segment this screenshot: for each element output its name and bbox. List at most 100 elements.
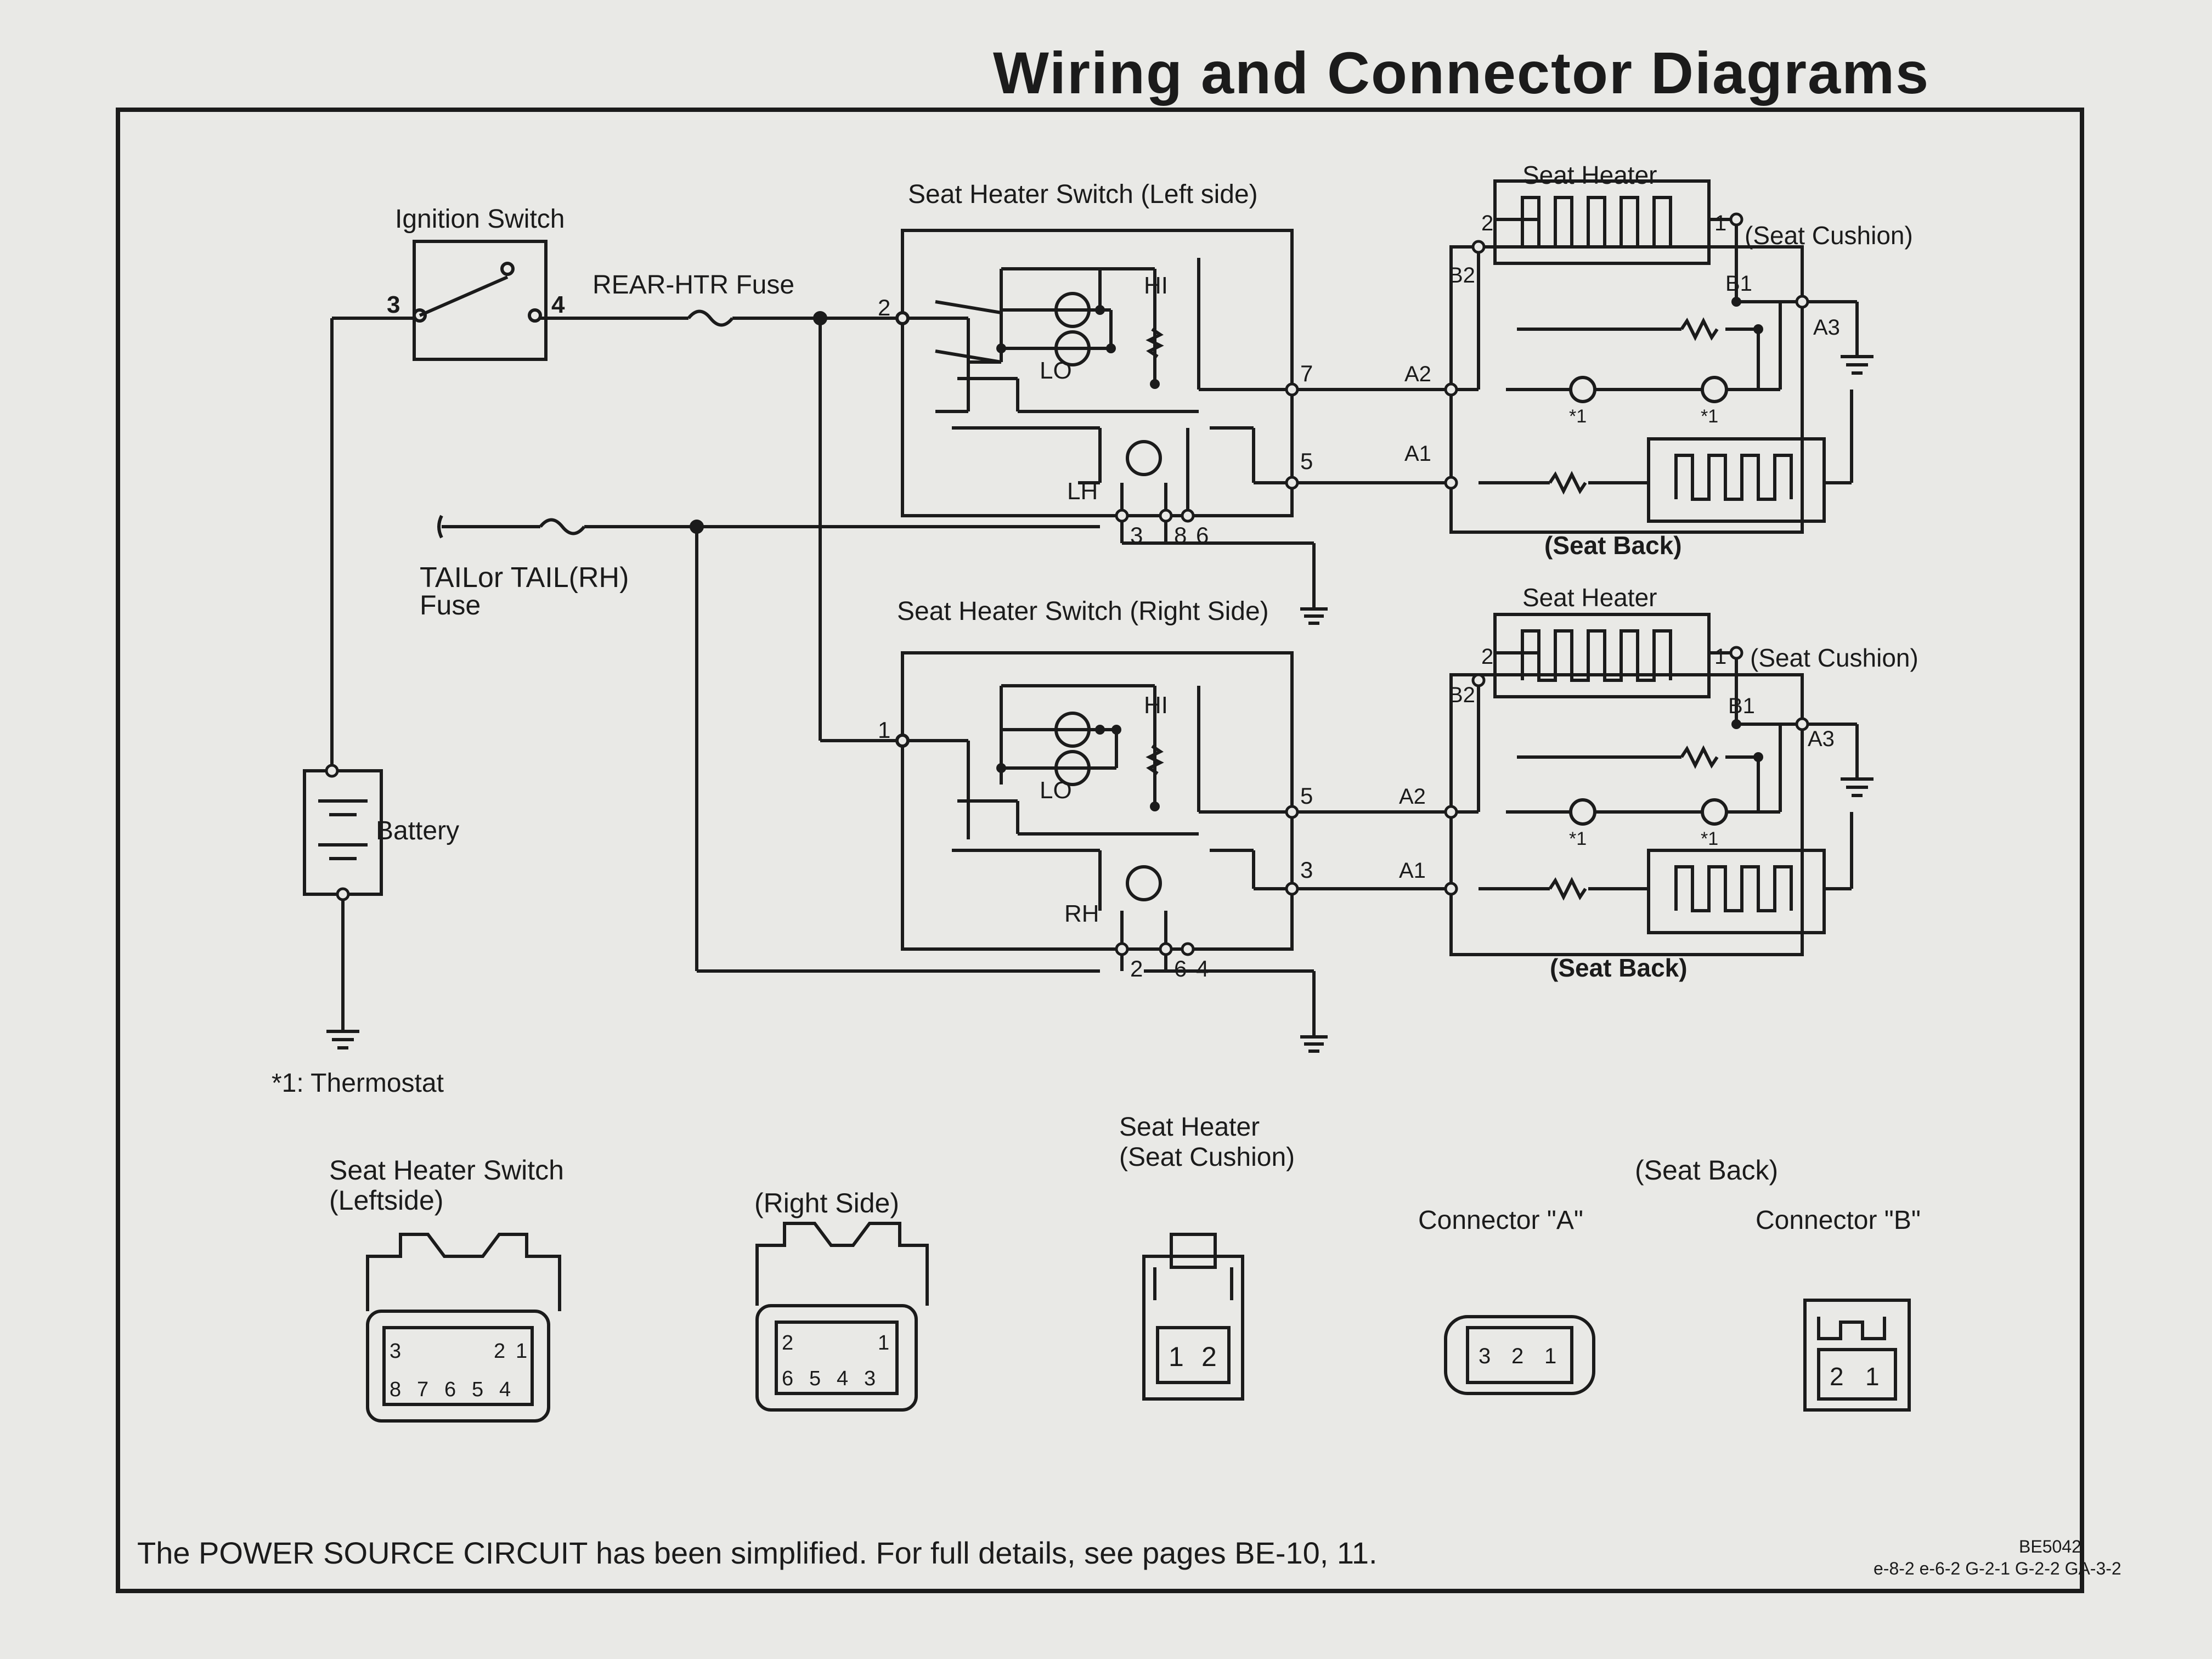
upper-a2: A2 (1404, 362, 1431, 386)
upper-b1: B1 (1725, 272, 1752, 296)
upper-thermostat-2 (1701, 376, 1728, 403)
conn-left-bot-0: 8 (390, 1378, 401, 1401)
conn-left-title: Seat Heater Switch (329, 1155, 564, 1186)
left-pin-6: 6 (1196, 522, 1209, 548)
tail-fuse-symbol (539, 518, 586, 535)
thermostat-note: *1: Thermostat (272, 1069, 444, 1098)
conn-left-bot-3: 5 (472, 1378, 483, 1401)
right-switch-box (901, 651, 1294, 951)
diagram-frame: Ignition Switch 3 4 REAR-HTR Fuse TAILor… (112, 104, 2121, 1596)
conn-a-title: Connector "A" (1418, 1206, 1583, 1235)
lower-cushion-element (1521, 629, 1672, 682)
lower-seat-heater-label: Seat Heater (1522, 583, 1657, 612)
conn-left-bot-1: 7 (417, 1378, 428, 1401)
conn-left-top-0: 3 (390, 1340, 401, 1363)
rear-htr-fuse-symbol (687, 309, 734, 327)
ign-pin-3: 3 (387, 291, 400, 318)
right-hi-label: HI (1144, 692, 1168, 719)
conn-left-bot-2: 6 (444, 1378, 456, 1401)
upper-thermostat-1 (1569, 376, 1596, 403)
right-pin-1: 1 (878, 717, 890, 743)
left-hi-label: HI (1144, 272, 1168, 299)
upper-back-element (1674, 454, 1793, 501)
lower-star-1: *1 (1569, 828, 1587, 849)
left-switch-connector-shell (366, 1233, 561, 1311)
left-pin-2: 2 (878, 295, 890, 320)
ignition-switch-label: Ignition Switch (395, 205, 565, 234)
upper-pin-1: 1 (1714, 211, 1726, 235)
left-lo-label: LO (1040, 357, 1072, 384)
right-lo-label: LO (1040, 777, 1072, 804)
left-switch-title: Seat Heater Switch (Left side) (908, 180, 1258, 209)
upper-pin-2: 2 (1481, 211, 1493, 235)
conn-cushion-pin-0: 1 (1169, 1341, 1184, 1372)
conn-b-title: Connector "B" (1756, 1206, 1921, 1235)
lower-thermostat-2 (1701, 798, 1728, 826)
conn-a-pin-1: 2 (1511, 1344, 1523, 1368)
tail-fuse-label-2: Fuse (420, 590, 481, 620)
upper-seat-cushion (1493, 179, 1711, 265)
lower-seat-cushion (1493, 613, 1711, 698)
upper-seat-back (1647, 437, 1826, 523)
conn-right-title: (Right Side) (754, 1188, 899, 1218)
upper-star-1: *1 (1569, 406, 1587, 427)
rear-htr-fuse-label: REAR-HTR Fuse (592, 270, 794, 300)
conn-left-bot-4: 4 (499, 1378, 511, 1401)
left-pin-8: 8 (1174, 522, 1187, 548)
lh-indicator-lamp (1126, 440, 1162, 476)
right-switch-connector-shell (755, 1222, 929, 1306)
conn-b-pin-1: 1 (1865, 1362, 1880, 1391)
conn-right-bot-2: 4 (837, 1367, 848, 1390)
upper-back-label: (Seat Back) (1544, 531, 1682, 560)
footer-refs: e-8-2 e-6-2 G-2-1 G-2-2 GA-3-2 (1874, 1559, 2121, 1578)
lower-back-label: (Seat Back) (1550, 953, 1688, 982)
battery-box (303, 769, 383, 896)
right-pin-3: 3 (1300, 857, 1313, 883)
upper-cushion-element (1521, 196, 1672, 249)
upper-cushion-label: (Seat Cushion) (1745, 221, 1913, 250)
lower-pin-2: 2 (1481, 645, 1493, 669)
left-pin-3: 3 (1130, 522, 1143, 548)
conn-right-top-0: 2 (782, 1331, 793, 1355)
lower-star-2: *1 (1701, 828, 1718, 849)
ignition-switch-lever (419, 275, 509, 317)
conn-left-subtitle: (Leftside) (329, 1185, 443, 1216)
conn-right-bot-3: 3 (864, 1367, 876, 1390)
lower-pin-1: 1 (1714, 645, 1726, 669)
left-resistor (1146, 328, 1164, 358)
conn-seat-back-title: (Seat Back) (1635, 1155, 1778, 1186)
connector-a-shell (1444, 1315, 1595, 1395)
left-switch-box (901, 229, 1294, 517)
right-pin-4: 4 (1196, 956, 1209, 981)
lower-a1: A1 (1399, 859, 1426, 883)
right-resistor (1146, 744, 1164, 775)
upper-a3: A3 (1813, 315, 1840, 340)
connector-b-shell (1803, 1299, 1911, 1412)
conn-right-bot-0: 6 (782, 1367, 793, 1390)
lower-a3: A3 (1808, 727, 1835, 751)
conn-left-top-2: 1 (516, 1340, 527, 1363)
conn-cushion-pin-1: 2 (1201, 1341, 1217, 1372)
footer-code: BE5042 (2019, 1537, 2081, 1556)
upper-heater-resistor (1680, 317, 1719, 341)
lower-b2: B2 (1448, 683, 1475, 707)
lh-label: LH (1067, 478, 1098, 505)
upper-a1: A1 (1404, 442, 1431, 466)
tail-fuse-label: TAILor TAIL(RH) (420, 562, 629, 594)
footer-note: The POWER SOURCE CIRCUIT has been simpli… (137, 1536, 1378, 1570)
left-pin-5: 5 (1300, 448, 1313, 474)
right-pin-2: 2 (1130, 956, 1143, 981)
right-pin-5: 5 (1300, 783, 1313, 809)
ign-pin-4: 4 (551, 291, 565, 318)
conn-b-pin-0: 2 (1830, 1362, 1844, 1391)
left-pin-7: 7 (1300, 360, 1313, 386)
right-switch-title: Seat Heater Switch (Right Side) (897, 597, 1269, 626)
right-pin-6: 6 (1174, 956, 1187, 981)
lower-b1: B1 (1728, 694, 1755, 718)
lower-back-element (1674, 865, 1793, 912)
upper-star-2: *1 (1701, 406, 1718, 427)
rh-label: RH (1064, 900, 1099, 927)
diagram-border (116, 108, 2084, 1593)
lower-seat-back (1647, 849, 1826, 934)
lower-cushion-label: (Seat Cushion) (1750, 644, 1918, 672)
